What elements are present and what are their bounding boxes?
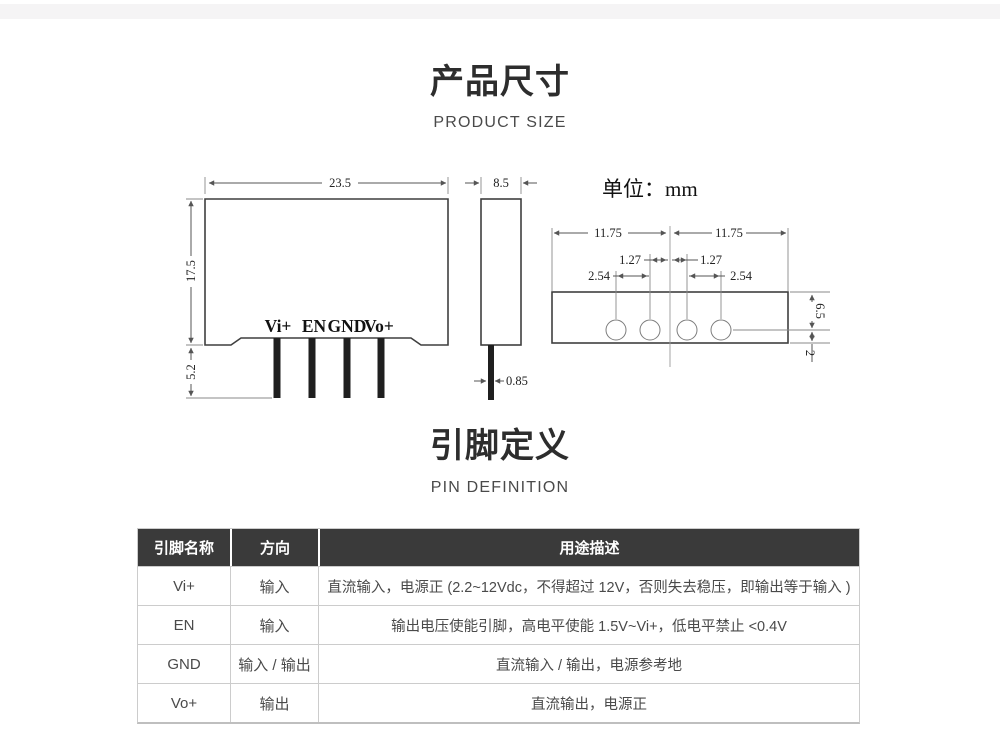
- module-front-outline: [204, 198, 449, 346]
- dim-pitch-right: 2.54: [730, 269, 753, 283]
- dim-pitch-left: 2.54: [588, 269, 611, 283]
- top-divider: [0, 4, 1000, 19]
- dim-front-width: 23.5: [329, 176, 351, 190]
- pin-name-cell: Vi+: [173, 577, 195, 595]
- header-pin-name: 引脚名称: [153, 540, 214, 557]
- side-view: 8.5 0.85: [465, 176, 537, 400]
- table-row: EN 输入 输出电压使能引脚，高电平使能 1.5V~Vi+，低电平禁止 <0.4…: [138, 605, 859, 644]
- pin-direction-cell: 输入: [230, 567, 318, 605]
- pin-label-gnd: GND: [328, 316, 367, 336]
- pin-vo: [377, 338, 385, 398]
- side-pin: [488, 345, 494, 400]
- pin-name-cell: Vo+: [170, 694, 198, 712]
- pin-description-cell: 直流输入 / 输出，电源参考地: [318, 645, 859, 683]
- side-dimension-annotations: 8.5 0.85: [465, 176, 537, 388]
- module-side-outline: [480, 198, 522, 346]
- dim-front-height: 17.5: [184, 260, 198, 282]
- dim-span-right: 11.75: [715, 226, 743, 240]
- dim-edge-to-hole: 6.5: [813, 303, 827, 319]
- bottom-dimension-annotations: 11.75 11.75 1.27 1.27 2.54 2.54: [551, 226, 830, 362]
- pin-label-vo: Vo+: [364, 316, 394, 336]
- pin-hole-4: [710, 319, 732, 341]
- pin-direction-cell: 输入 / 输出: [230, 645, 318, 683]
- pin-name-cell: GND: [167, 655, 201, 673]
- bottom-view: 11.75 11.75 1.27 1.27 2.54 2.54: [551, 226, 830, 367]
- unit-label: 单位：mm: [602, 177, 698, 201]
- dim-half-pitch-right: 1.27: [700, 253, 722, 267]
- dim-half-pitch-left: 1.27: [619, 253, 641, 267]
- pin-label-vi: Vi+: [265, 316, 292, 336]
- pin-description-cell: 输出电压使能引脚，高电平使能 1.5V~Vi+，低电平禁止 <0.4V: [318, 606, 859, 644]
- dim-hole-to-edge: 2: [803, 350, 817, 356]
- table-row: Vi+ 输入 直流输入，电源正 (2.2~12Vdc，不得超过 12V，否则失去…: [138, 566, 859, 605]
- pin-vi: [273, 338, 281, 398]
- header-description: 用途描述: [318, 529, 859, 566]
- pin-description-cell: 直流输入，电源正 (2.2~12Vdc，不得超过 12V，否则失去稳压，即输出等…: [318, 567, 859, 605]
- dim-span-left: 11.75: [594, 226, 622, 240]
- pin-direction-cell: 输入: [230, 606, 318, 644]
- table-row: Vo+ 输出 直流输出，电源正: [138, 683, 859, 722]
- section-title-pin-definition: 引脚定义: [430, 427, 570, 465]
- pin-en: [308, 338, 316, 398]
- pin-definition-table: 引脚名称 方向 用途描述 Vi+ 输入 直流输入，电源正 (2.2~12Vdc，…: [137, 528, 860, 724]
- header-direction: 方向: [230, 529, 318, 566]
- section-subtitle-product-size: PRODUCT SIZE: [433, 114, 567, 131]
- pin-gnd: [343, 338, 351, 398]
- pin-label-en: EN: [302, 316, 327, 336]
- pin-direction-cell: 输出: [230, 684, 318, 722]
- front-view: Vi+ EN GND Vo+ 23.5 17.5: [184, 176, 449, 399]
- pin-hole-2: [639, 319, 661, 341]
- pin-hole-3: [676, 319, 698, 341]
- dim-side-pin-width: 0.85: [506, 374, 528, 388]
- table-row: GND 输入 / 输出 直流输入 / 输出，电源参考地: [138, 644, 859, 683]
- dim-side-width: 8.5: [493, 176, 509, 190]
- section-title-product-size: 产品尺寸: [430, 63, 570, 101]
- pin-description-cell: 直流输出，电源正: [318, 684, 859, 722]
- front-dimension-annotations: 23.5 17.5 5.2: [184, 176, 449, 399]
- section-subtitle-pin-definition: PIN DEFINITION: [430, 479, 570, 496]
- dim-front-pin-length: 5.2: [184, 364, 198, 380]
- pin-name-cell: EN: [173, 616, 195, 634]
- table-header-row: 引脚名称 方向 用途描述: [138, 529, 859, 566]
- pin-hole-1: [605, 319, 627, 341]
